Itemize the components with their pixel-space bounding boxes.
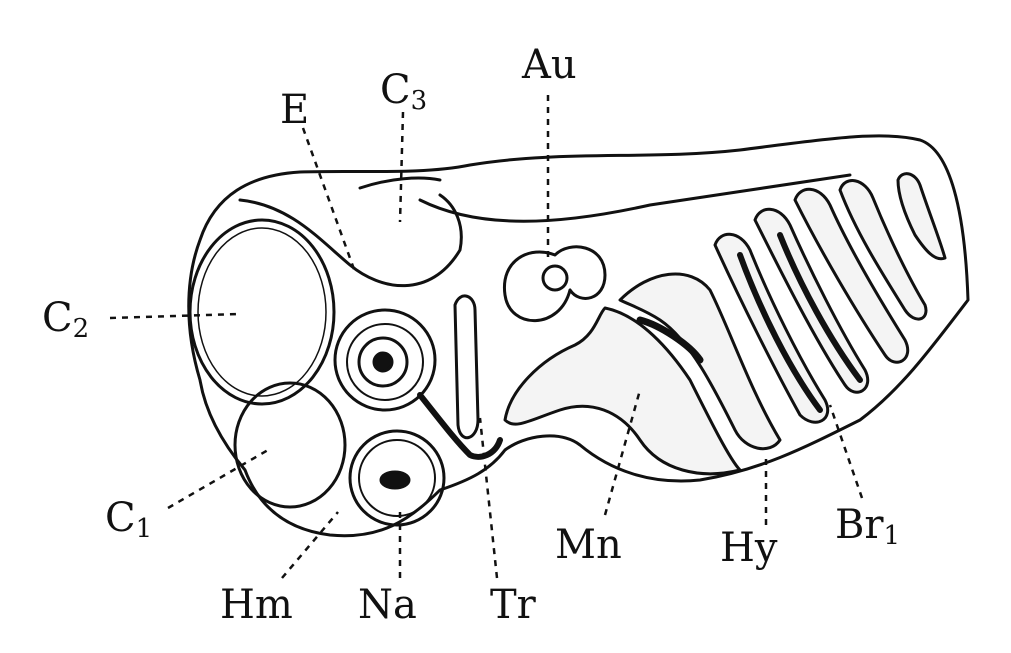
label-subscript: 1 <box>883 521 901 551</box>
label-hm: Hm <box>220 585 293 625</box>
label-br1: Br1 <box>835 505 900 549</box>
label-e: E <box>280 90 309 130</box>
label-au: Au <box>522 45 577 85</box>
label-text: Mn <box>555 522 622 568</box>
label-subscript: 3 <box>410 86 428 116</box>
leader-hm <box>281 511 339 579</box>
label-text: Au <box>522 42 577 88</box>
label-text: C <box>42 295 73 341</box>
leader-mn <box>603 389 642 516</box>
leader-c1 <box>167 448 269 510</box>
leader-c2 <box>109 312 239 320</box>
label-tr: Tr <box>490 585 536 625</box>
label-na: Na <box>358 585 417 625</box>
auditory-vesicle <box>503 245 607 323</box>
c1-vesicle <box>233 381 347 509</box>
label-text: Hy <box>720 525 778 571</box>
label-text: C <box>105 495 136 541</box>
contour-line <box>358 176 442 190</box>
branchial-cleft <box>737 252 823 413</box>
leader-e <box>301 127 357 273</box>
c2-vesicle <box>188 218 336 406</box>
leader-tr <box>478 417 499 579</box>
label-hy: Hy <box>720 528 777 568</box>
label-text: C <box>380 67 411 113</box>
label-text: Br <box>835 502 884 548</box>
branchial-arch-1 <box>793 187 909 364</box>
label-text: Tr <box>490 582 536 628</box>
leader-br1 <box>828 404 864 499</box>
contour-line <box>238 193 463 288</box>
eye <box>333 308 437 412</box>
label-c1: C1 <box>105 498 152 542</box>
head-outline <box>187 134 970 538</box>
mandibular-arch <box>503 306 742 476</box>
label-subscript: 1 <box>135 514 153 544</box>
branchial-arch <box>896 172 947 261</box>
trigeminal <box>453 294 480 439</box>
branchial-arch <box>838 179 928 321</box>
label-text: Na <box>358 582 417 628</box>
label-c2: C2 <box>42 298 89 342</box>
label-subscript: 2 <box>72 314 90 344</box>
branchial-cleft <box>777 232 863 383</box>
label-mn: Mn <box>555 525 622 565</box>
label-text: E <box>280 87 310 133</box>
label-text: Hm <box>220 582 293 628</box>
contour-line <box>418 173 852 223</box>
nasal-pit <box>348 429 446 527</box>
label-c3: C3 <box>380 70 427 114</box>
leader-c3 <box>398 111 405 223</box>
